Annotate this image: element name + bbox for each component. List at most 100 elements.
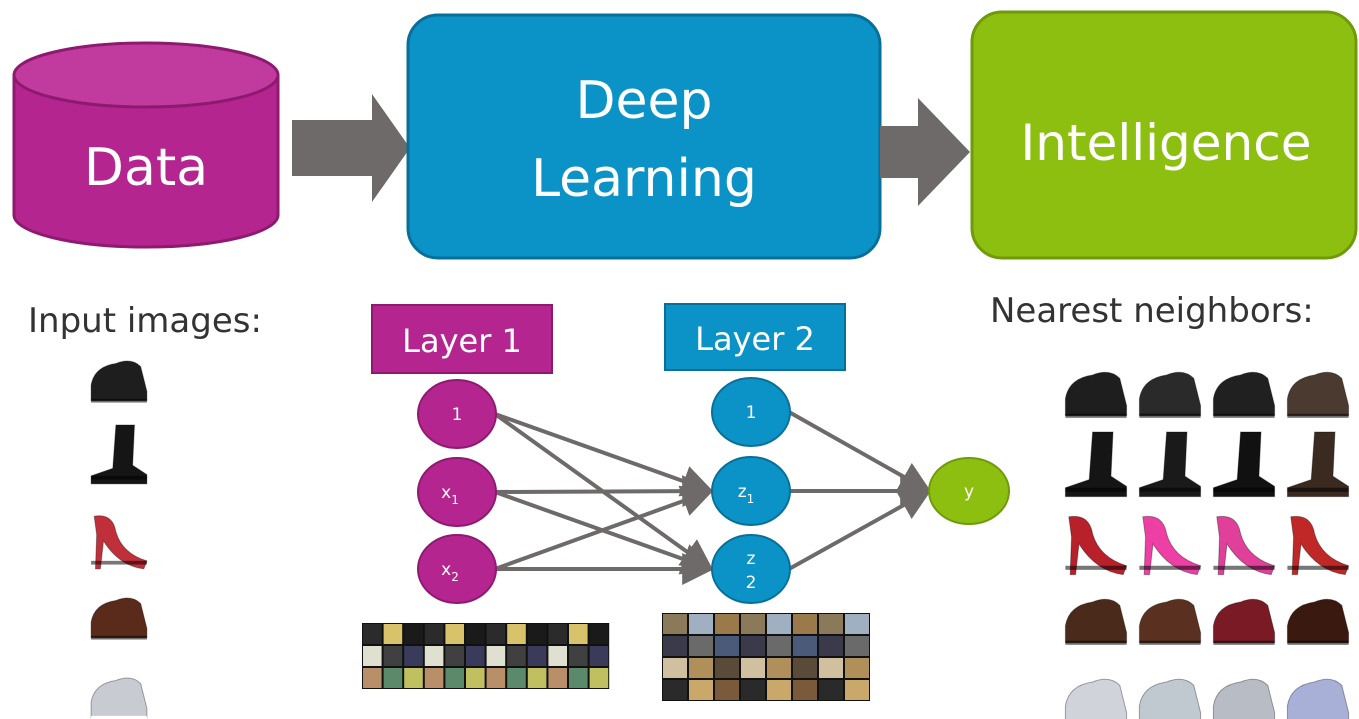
node-main: x [441,483,451,503]
mosaic-tile [363,646,382,666]
mosaic-tile [466,668,485,688]
mosaic-tile [383,624,403,644]
layer1-label: Layer 1 [402,322,522,360]
nearest-neighbors-label: Nearest neighbors: [990,291,1314,331]
node-sub: 2 [746,573,757,593]
nearest-neighbor-images [1064,371,1350,719]
svg-text:x1: x1 [441,483,459,507]
mosaic-tile [569,624,588,644]
neighbor-shoe-running-shoe-4 [1286,678,1350,719]
input-shoe-running-shoe [90,677,148,719]
mosaic-tile [741,636,765,656]
mosaic-tile [507,646,526,666]
neighbor-shoe-running-shoe-3 [1212,678,1276,719]
neighbor-shoe-boat-shoe-3 [1212,598,1276,645]
mosaic-tile [424,646,444,666]
edge-l1-1-l2-1 [494,475,715,508]
deep-learning-line1: Deep [575,71,712,131]
mosaic-tile [767,658,791,678]
mosaic-tile [689,636,713,656]
mosaic-bg [362,623,610,689]
neighbor-shoe-sneaker-4 [1286,371,1350,418]
mosaic-tile [689,680,713,700]
output-node-label: y [964,482,974,502]
node-sub: 2 [451,570,459,584]
layer2-tag [664,303,846,371]
intelligence-label: Intelligence [1021,114,1312,172]
mosaic-tile [715,614,739,634]
mosaic-tile [569,668,588,688]
neighbor-shoe-sneaker-2 [1138,371,1202,418]
mosaic-tile [383,668,403,688]
mosaic-tile [589,646,609,666]
input-shoe-boat-shoe [90,597,148,640]
mosaic-tile [507,624,526,644]
mosaic-tile [363,668,382,688]
mosaic-tile [663,614,687,634]
network-edges [493,410,933,585]
neighbor-shoe-boat-shoe-1 [1064,598,1128,645]
neighbor-shoe-heel-3 [1213,515,1276,576]
mosaic-tile [589,668,609,688]
mosaic-tile [793,680,817,700]
neighbor-shoe-boat-shoe-4 [1286,598,1350,645]
mosaic-tile [845,680,869,700]
node-main: z [738,482,747,502]
neighbor-shoe-boot-4 [1286,431,1350,498]
layer2-node-bias: 1 [711,377,791,447]
deep-learning-box [406,13,882,260]
layer1-feature-mosaic [362,623,610,689]
svg-text:1: 1 [746,403,757,423]
svg-text:1: 1 [452,405,463,425]
mosaic-tile [548,668,567,688]
mosaic-tile [793,658,817,678]
deep-learning-line2: Learning [531,149,757,209]
mosaic-tile [404,646,423,666]
mosaic-tile [507,668,526,688]
edge-l1-0-l2-1 [494,412,715,497]
neighbor-shoe-boot-2 [1138,431,1202,498]
node-sub: 1 [747,492,755,506]
input-shoe-boot [90,424,148,485]
neighbor-shoe-sneaker-3 [1212,371,1276,418]
mosaic-tile [527,646,547,666]
node-main: 1 [452,405,463,425]
neighbor-shoe-sneaker-1 [1064,371,1128,418]
mosaic-tile [363,624,382,644]
intelligence-box [970,10,1358,260]
mosaic-tile [404,624,423,644]
mosaic-tile [569,646,588,666]
neighbor-shoe-heel-2 [1139,515,1202,576]
mosaic-tile [663,658,687,678]
mosaic-tile [715,680,739,700]
neighbor-shoe-boot-3 [1212,431,1276,498]
mosaic-tile [819,614,843,634]
svg-text:z1: z1 [738,482,755,506]
mosaic-tile [741,680,765,700]
node-sub: 1 [451,493,459,507]
mosaic-tile [527,668,547,688]
mosaic-tile [663,680,687,700]
svg-text:x2: x2 [441,560,459,584]
neighbor-shoe-heel-4 [1287,515,1350,576]
mosaic-tile [845,614,869,634]
mosaic-tile [689,614,713,634]
neighbor-shoe-heel-1 [1065,515,1128,576]
data-label: Data [84,138,208,198]
input-shoe-heel [91,515,148,570]
layer1-node-x1: x1 [417,457,497,527]
layer2-node-z1: z1 [711,456,791,526]
edge-l1-2-l2-1 [494,485,715,571]
input-images-label: Input images: [28,301,262,341]
mosaic-tile [819,680,843,700]
mosaic-tile [589,624,609,644]
neighbor-shoe-running-shoe-2 [1138,678,1202,719]
node-main: z [747,549,756,569]
input-shoe-sneaker [90,360,148,403]
mosaic-tile [767,614,791,634]
mosaic-tile [819,636,843,656]
edge-l2-0-y [788,410,932,493]
layer1-tag [371,304,553,374]
neighbor-shoe-running-shoe-1 [1064,678,1128,719]
